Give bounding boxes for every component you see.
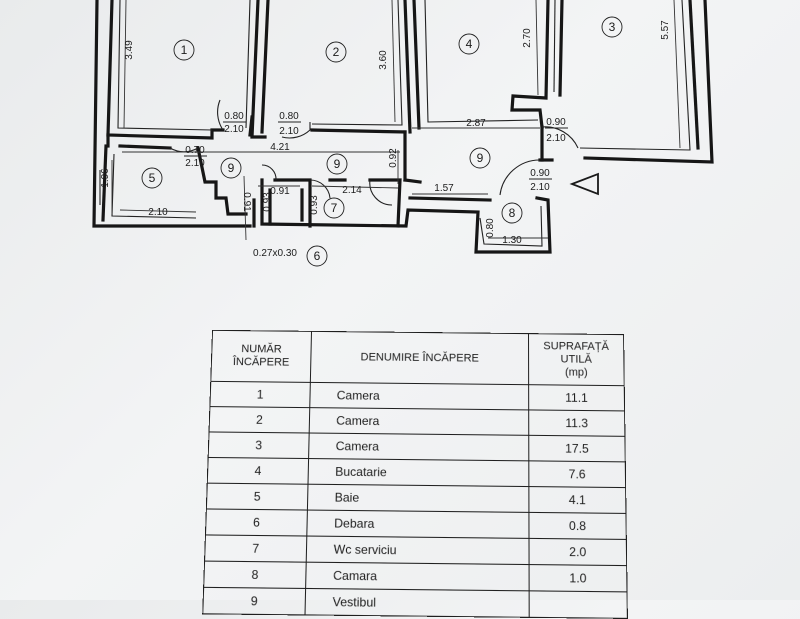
room-marker-3: 3 <box>601 16 623 38</box>
room-marker-1: 1 <box>173 39 195 61</box>
room-marker-9b: 9 <box>326 153 348 175</box>
door-height: 2.10 <box>546 133 566 144</box>
header-room-area: SUPRAFAȚĂ UTILĂ (mp) <box>528 333 625 386</box>
cell-name: Baie <box>307 484 529 513</box>
svg-text:3: 3 <box>609 20 616 34</box>
door-height: 2.10 <box>185 158 205 169</box>
dim-label: 0.91 <box>241 192 252 212</box>
svg-text:9: 9 <box>228 161 235 175</box>
cell-area: 1.0 <box>529 564 628 592</box>
svg-text:6: 6 <box>314 249 321 263</box>
dim-label: 0.93 <box>262 192 273 212</box>
door-label: 0.70 2.10 <box>184 145 207 169</box>
door-width: 0.70 <box>185 145 205 156</box>
svg-text:9: 9 <box>477 151 484 165</box>
door-width: 0.90 <box>530 168 550 179</box>
dim-label: 0.93 <box>309 195 320 215</box>
door-label: 0.90 2.10 <box>529 168 552 193</box>
table-header-row: NUMĂR ÎNCĂPERE DENUMIRE ÎNCĂPERE SUPRAFA… <box>210 330 625 386</box>
dim-label: 2.14 <box>342 185 362 196</box>
cell-area: 0.8 <box>528 512 627 540</box>
dim-label: 5.57 <box>660 20 671 40</box>
cell-name: Debara <box>306 510 529 539</box>
cell-area <box>529 590 628 619</box>
door-width: 0.80 <box>224 111 244 122</box>
door-label: 0.90 2.10 <box>545 117 568 144</box>
room-marker-8: 8 <box>501 202 523 224</box>
dim-label: 0.91 <box>270 186 290 197</box>
cell-num: 1 <box>209 381 311 408</box>
cell-num: 6 <box>205 508 308 537</box>
room-marker-9a: 9 <box>220 157 242 179</box>
dim-label: 2.10 <box>148 207 168 218</box>
svg-text:9: 9 <box>334 157 341 171</box>
dim-label: 1.57 <box>434 183 454 194</box>
dim-label: 4.21 <box>270 142 290 153</box>
header-room-name: DENUMIRE ÎNCĂPERE <box>310 331 529 385</box>
north-arrow-icon <box>569 172 599 196</box>
cell-name: Vestibul <box>304 588 530 618</box>
room-table: NUMĂR ÎNCĂPERE DENUMIRE ÎNCĂPERE SUPRAFA… <box>202 330 628 619</box>
cell-area: 11.1 <box>528 384 625 411</box>
cell-area: 11.3 <box>528 409 625 437</box>
door-label: 0.80 2.10 <box>223 111 246 135</box>
inner-lines <box>99 0 691 247</box>
door-height: 2.10 <box>530 182 550 193</box>
cell-num: 2 <box>209 406 310 434</box>
cell-area: 17.5 <box>528 435 626 462</box>
dimension-lines <box>111 0 681 241</box>
dim-label: 0.80 <box>485 218 496 238</box>
walls <box>92 0 714 254</box>
cell-name: Camera <box>308 433 529 461</box>
cell-name: Wc serviciu <box>306 536 530 565</box>
cell-num: 4 <box>207 457 309 485</box>
room-marker-9c: 9 <box>469 147 491 169</box>
dim-label: 0.92 <box>388 148 399 168</box>
dim-label: 2.70 <box>522 28 533 48</box>
door-height: 2.10 <box>224 124 244 135</box>
room-marker-6: 6 <box>306 245 328 267</box>
svg-text:4: 4 <box>466 37 473 51</box>
cell-name: Camera <box>309 382 529 410</box>
floor-plan: 3.49 3.60 2.70 5.57 2.87 4.21 1.96 2.10 … <box>92 0 714 267</box>
door-width: 0.90 <box>546 117 566 128</box>
door-width: 0.80 <box>279 111 299 122</box>
cell-name: Bucatarie <box>307 458 529 487</box>
svg-text:2: 2 <box>333 45 340 59</box>
door-label: 0.80 2.10 <box>278 111 301 137</box>
cell-name: Camera <box>309 407 529 436</box>
svg-text:8: 8 <box>509 206 516 220</box>
door-swings <box>169 99 579 206</box>
svg-text:7: 7 <box>331 201 338 215</box>
cell-area: 7.6 <box>528 460 626 488</box>
dim-label: 3.49 <box>124 40 135 60</box>
svg-text:1: 1 <box>181 43 188 57</box>
svg-text:5: 5 <box>149 171 156 185</box>
cell-num: 5 <box>206 483 308 511</box>
window-label: 0.27x0.30 <box>253 248 297 259</box>
room-marker-4: 4 <box>458 33 480 55</box>
room-marker-2: 2 <box>325 41 347 63</box>
cell-num: 3 <box>208 431 310 459</box>
dim-label: 1.96 <box>100 168 111 188</box>
dim-label: 1.30 <box>502 235 522 246</box>
cell-num: 8 <box>203 561 307 589</box>
cell-num: 7 <box>204 534 307 563</box>
cell-num: 9 <box>202 587 306 615</box>
header-room-number: NUMĂR ÎNCĂPERE <box>210 330 312 383</box>
cell-area: 4.1 <box>528 486 626 514</box>
dimension-labels: 3.49 3.60 2.70 5.57 2.87 4.21 1.96 2.10 … <box>100 20 671 259</box>
dim-label: 3.60 <box>378 50 389 70</box>
door-height: 2.10 <box>279 126 299 137</box>
cell-name: Camara <box>305 562 530 591</box>
cell-area: 2.0 <box>528 538 627 566</box>
room-marker-7: 7 <box>323 197 345 219</box>
room-markers: 1 2 3 4 5 6 7 8 9 9 9 <box>141 16 623 267</box>
dim-label: 2.87 <box>466 118 486 129</box>
door-labels: 0.80 2.10 0.80 2.10 0.90 2.10 0.70 2.10 … <box>184 111 568 193</box>
room-marker-5: 5 <box>141 167 163 189</box>
